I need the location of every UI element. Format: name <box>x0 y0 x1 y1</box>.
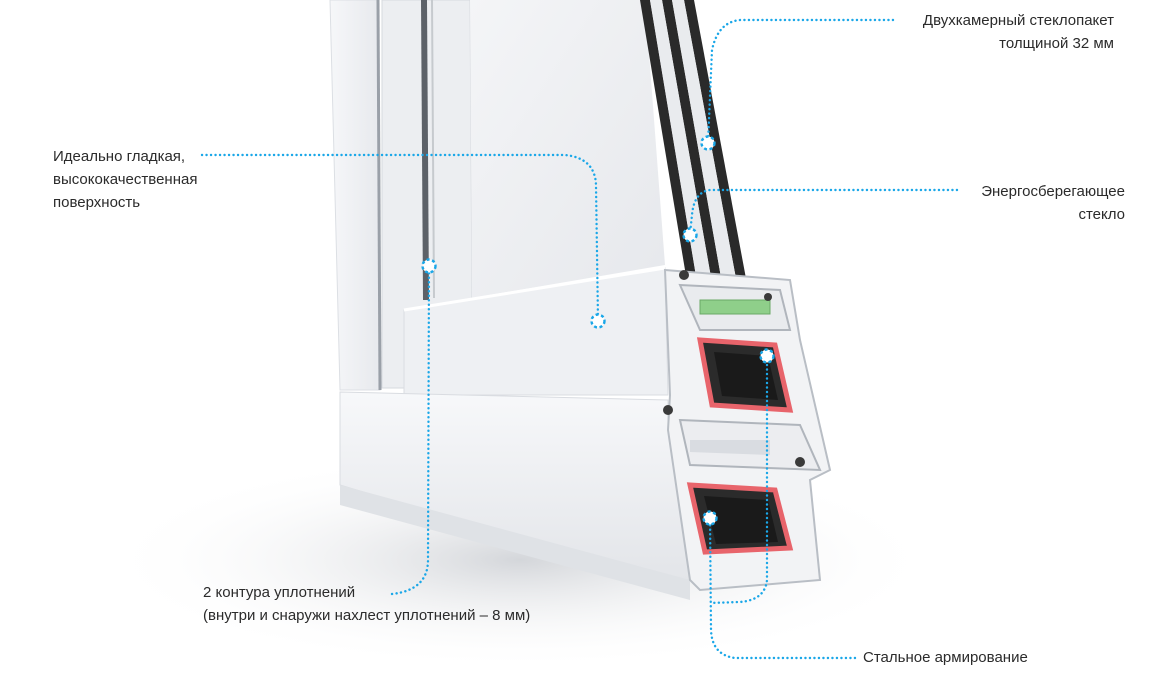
marker-glazing[interactable] <box>700 135 716 151</box>
leader-seals <box>390 263 431 596</box>
callout-surface-line-2: высококачественная <box>53 171 198 188</box>
glass-pane-2 <box>662 0 725 300</box>
frame-vertical <box>329 0 381 391</box>
marker-steel[interactable] <box>702 510 718 526</box>
callout-steel-line-1: Стальное армирование <box>863 649 1028 666</box>
sash-groove-edge <box>431 0 435 299</box>
callout-glazing-line-1: Двухкамерный стеклопакет <box>922 12 1114 29</box>
callout-surface: Идеально гладкая, высококачественная пов… <box>53 145 197 214</box>
callout-seals-line-2: (внутри и снаружи нахлест уплотнений – 8… <box>203 607 531 624</box>
spacer-gasket <box>699 299 771 315</box>
leader-glazing <box>706 18 895 145</box>
callout-seals-line-1: 2 контура уплотнений <box>203 584 356 601</box>
glass-pane <box>470 0 665 298</box>
glass-pane-3 <box>684 0 750 300</box>
leader-energy-glass <box>688 188 959 236</box>
marker-steel-upper[interactable] <box>759 348 775 364</box>
callout-energy-glass-line-1: Энергосберегающее <box>981 183 1125 200</box>
callout-energy-glass-line-2: стекло <box>1078 206 1125 223</box>
leader-steel-upper <box>708 354 769 605</box>
marker-energy-glass[interactable] <box>682 227 698 243</box>
glass-pane-1 <box>640 0 700 300</box>
callout-energy-glass: Энергосберегающее стекло <box>950 180 1125 226</box>
markers <box>421 135 775 526</box>
sash-bottom-edge <box>403 266 666 312</box>
glass-gap-1 <box>650 0 715 300</box>
frame-groove-1 <box>376 0 382 391</box>
leader-lines <box>200 18 959 660</box>
callout-seals: 2 контура уплотнений (внутри и снаружи н… <box>203 581 530 627</box>
frame-bottom-front <box>340 485 690 600</box>
leader-steel <box>708 516 857 660</box>
profile-cross-section <box>663 268 832 592</box>
callout-surface-line-3: поверхность <box>53 194 141 211</box>
callout-surface-line-1: Идеально гладкая, <box>53 148 186 165</box>
marker-seals[interactable] <box>421 258 437 274</box>
callout-steel: Стальное армирование <box>863 646 1028 669</box>
marker-surface[interactable] <box>590 313 606 329</box>
callout-glazing-line-2: толщиной 32 мм <box>999 35 1114 52</box>
sash-groove <box>421 0 429 301</box>
callout-glazing: Двухкамерный стеклопакет толщиной 32 мм <box>890 9 1114 55</box>
leader-surface <box>200 153 600 322</box>
